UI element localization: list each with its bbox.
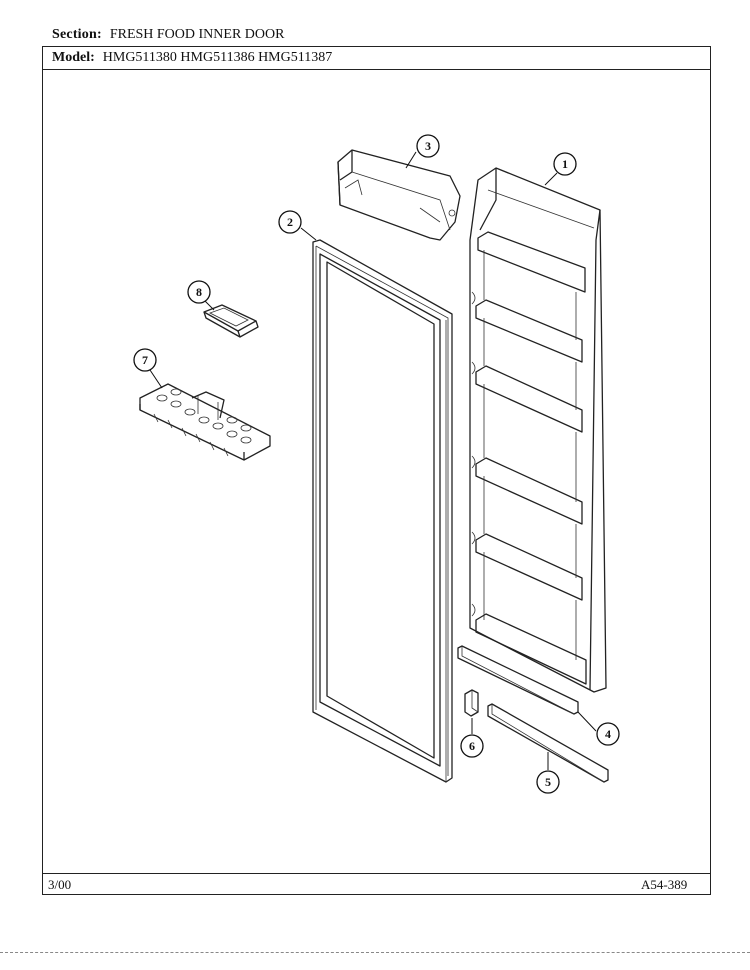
footer-diagram-code: A54-389 <box>641 877 688 892</box>
callout-8: 8 <box>187 280 211 304</box>
callout-3: 3 <box>416 134 440 158</box>
callout-5: 5 <box>536 770 560 794</box>
section-header: Section: FRESH FOOD INNER DOOR <box>52 27 284 43</box>
callout-4-label: 4 <box>605 727 611 741</box>
model-label: Model: <box>52 50 95 65</box>
model-header: Model: HMG511380 HMG511386 HMG511387 <box>52 50 332 66</box>
part-6-clip <box>464 689 479 717</box>
callout-1-label: 1 <box>562 157 568 171</box>
section-label: Section: <box>52 27 102 42</box>
callout-8-label: 8 <box>196 285 202 299</box>
callout-2: 2 <box>278 210 302 234</box>
page-bottom-rule <box>0 952 750 953</box>
model-separator <box>42 69 711 70</box>
part-8-small-tray <box>203 304 259 338</box>
callout-3-label: 3 <box>425 139 431 153</box>
section-value: FRESH FOOD INNER DOOR <box>109 27 285 42</box>
callout-7: 7 <box>133 348 157 372</box>
callout-6: 6 <box>460 734 484 758</box>
part-1-inner-door-liner <box>469 167 607 693</box>
callout-7-label: 7 <box>142 353 148 367</box>
callout-5-label: 5 <box>545 775 551 789</box>
diagram-frame <box>42 46 711 895</box>
part-3-dairy-cover <box>337 149 461 241</box>
part-7-egg-tray <box>139 383 271 461</box>
callout-6-label: 6 <box>469 739 475 753</box>
callout-1: 1 <box>553 152 577 176</box>
footer-separator <box>42 873 711 874</box>
callout-4: 4 <box>596 722 620 746</box>
part-4-trim-strip <box>457 645 579 715</box>
part-5-trim-strip <box>487 703 609 783</box>
leader-lines <box>149 151 597 770</box>
callout-2-label: 2 <box>287 215 293 229</box>
part-2-door-gasket <box>312 239 453 783</box>
model-value: HMG511380 HMG511386 HMG511387 <box>102 50 333 65</box>
footer-date: 3/00 <box>48 877 72 892</box>
